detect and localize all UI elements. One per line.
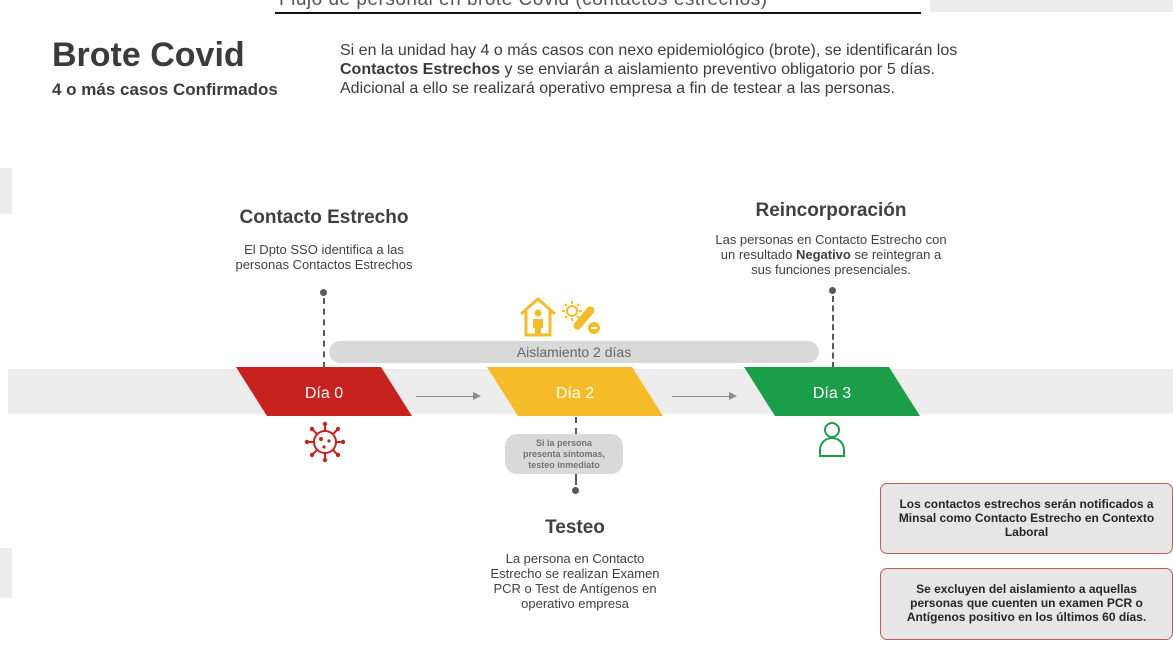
- intro-line-2: Contactos Estrechos y se enviarán a aisl…: [340, 60, 1040, 79]
- home-isolation-icon: [520, 297, 556, 337]
- arrow-head: [473, 392, 481, 400]
- top-cropped-title-text: Flujo de personal en brote Covid (contac…: [279, 0, 768, 11]
- step-text-testeo: La persona en Contacto Estrecho se reali…: [470, 551, 680, 611]
- intro-bold: Contactos Estrechos: [340, 61, 501, 78]
- step-title-testeo: Testeo: [545, 517, 605, 538]
- arrow-line: [672, 396, 730, 397]
- intro-line-3: Adicional a ello se realizará operativo …: [340, 80, 895, 97]
- top-cropped-title: Flujo de personal en brote Covid (contac…: [275, 0, 921, 14]
- step-title-contacto: Contacto Estrecho: [239, 207, 409, 228]
- symptom-pill: Si la persona presenta síntomas, testeo …: [505, 434, 623, 474]
- note-line: Se excluyen del aislamiento a aquellas: [916, 582, 1137, 596]
- day-2-label: Día 2: [556, 385, 594, 402]
- connector-line: [832, 296, 834, 368]
- connector-line: [575, 474, 577, 485]
- connector-line: [323, 298, 325, 368]
- pill-line: presenta síntomas,: [522, 449, 606, 459]
- left-side-tab: [0, 548, 12, 598]
- step-text-line: Las personas en Contacto Estrecho con: [715, 232, 947, 247]
- day-0-label: Día 0: [305, 385, 343, 402]
- note-line: Minsal como Contacto Estrecho en Context…: [898, 511, 1155, 525]
- page-title: Brote Covid: [52, 36, 245, 74]
- step-text-line: La persona en Contacto: [505, 551, 645, 566]
- step-text-line: un resultado Negativo se reintegran a: [700, 247, 962, 262]
- step-text-line: sus funciones presenciales.: [751, 262, 911, 277]
- step-text-span: un resultado: [720, 247, 796, 262]
- step-text-line: El Dpto SSO identifica a las: [244, 242, 404, 257]
- pill-line: testeo inmediato: [528, 460, 600, 470]
- note-line: Los contactos estrechos serán notificado…: [899, 497, 1154, 511]
- day-3-label: Día 3: [813, 385, 851, 402]
- step-text-span: se reintegran a: [850, 247, 942, 262]
- intro-paragraph: Si en la unidad hay 4 o más casos con ne…: [340, 41, 1040, 98]
- step-text-line: personas Contactos Estrechos: [235, 257, 413, 272]
- step-text-line: operativo empresa: [521, 596, 629, 611]
- note-line: personas que cuenten un examen PCR o: [910, 596, 1143, 610]
- person-icon: [819, 422, 845, 457]
- connector-dot: [572, 487, 579, 494]
- intro-line-2-rest: y se enviarán a aislamiento preventivo o…: [500, 61, 935, 78]
- intro-line-1: Si en la unidad hay 4 o más casos con ne…: [340, 42, 958, 59]
- step-text-reincorporacion: Las personas en Contacto Estrecho con un…: [700, 232, 962, 277]
- pill-line: Si la persona: [535, 438, 593, 448]
- note-line: Laboral: [1004, 525, 1049, 539]
- day-2-box: Día 2: [487, 367, 663, 416]
- arrow-line: [416, 396, 474, 397]
- step-text-line: Estrecho se realizan Examen: [490, 566, 660, 581]
- negative-bold: Negativo: [795, 247, 851, 262]
- page-subtitle: 4 o más casos Confirmados: [52, 80, 278, 99]
- day-3-box: Día 3: [744, 367, 920, 416]
- step-text-contacto: El Dpto SSO identifica a las personas Co…: [204, 242, 444, 272]
- connector-dot: [829, 287, 836, 294]
- day-0-box: Día 0: [236, 367, 412, 416]
- step-title-reincorporacion: Reincorporación: [755, 200, 907, 221]
- connector-line: [575, 417, 577, 434]
- test-tube-icon: [562, 301, 600, 334]
- connector-dot: [320, 289, 327, 296]
- left-side-tab: [0, 168, 12, 214]
- isolation-bar: Aislamiento 2 días: [329, 341, 819, 363]
- note-line: Antígenos positivo en los últimos 60 día…: [906, 610, 1147, 624]
- note-notification: Los contactos estrechos serán notificado…: [880, 483, 1173, 554]
- top-right-decor: [930, 0, 1173, 12]
- arrow-head: [729, 392, 737, 400]
- step-text-line: PCR o Test de Antígenos en: [493, 581, 657, 596]
- note-exclusion: Se excluyen del aislamiento a aquellas p…: [880, 568, 1173, 640]
- virus-icon: [304, 421, 346, 463]
